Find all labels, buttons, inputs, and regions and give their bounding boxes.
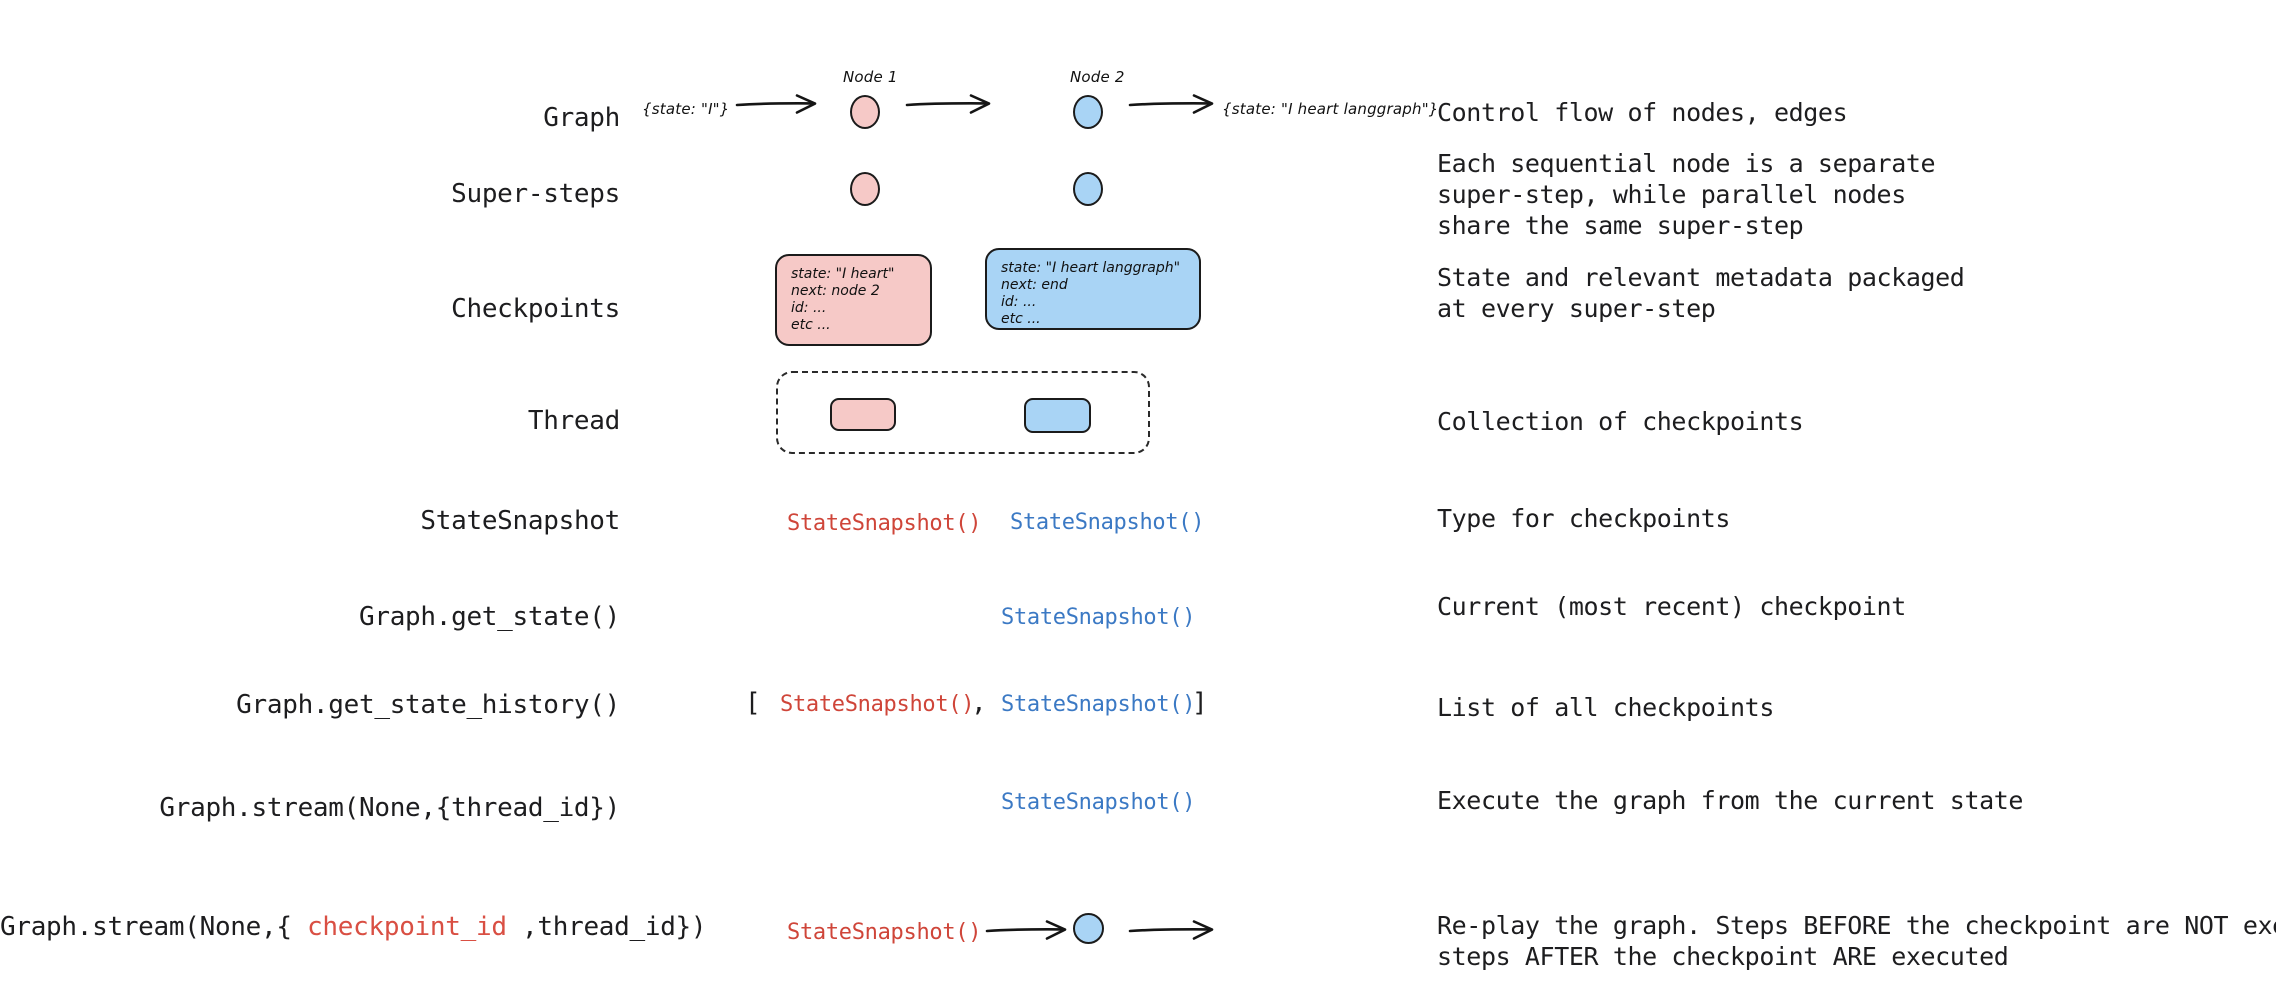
arrow-snapshot-to-node [985,918,1075,946]
arrow-node1-to-node2 [905,92,1001,120]
row-description-get-state: Current (most recent) checkpoint [1437,592,1906,621]
thread-checkpoint-1[interactable] [830,398,896,431]
thread-checkpoint-2[interactable] [1024,398,1091,433]
checkpoint1-line-state: state: "I heart" [791,266,895,282]
stream-checkpoint-token-red[interactable]: StateSnapshot() [787,920,982,945]
row-description-statesnapshot: Type for checkpoints [1437,504,1731,533]
history-token-red[interactable]: StateSnapshot() [780,692,975,717]
checkpoint2-line-next: next: end [1001,277,1068,293]
row-label-stream-checkpoint: Graph.stream(None,{ checkpoint_id ,threa… [0,912,707,942]
stream-checkpoint-label-part1: Graph.stream(None,{ [0,912,308,942]
bracket-open: [ [745,688,761,718]
checkpoint2-line-etc: etc ... [1001,311,1041,327]
row-description-get-state-history: List of all checkpoints [1437,693,1774,722]
checkpoint1-line-id: id: ... [791,300,827,316]
checkpoint-box-1[interactable]: state: "I heart" next: node 2 id: ... et… [775,254,932,346]
thread-container[interactable] [776,371,1150,454]
bracket-close: ] [1192,688,1208,718]
statesnapshot-token-red[interactable]: StateSnapshot() [787,511,982,536]
arrow-node2-to-output [1128,92,1224,120]
checkpoint1-line-next: next: node 2 [791,283,880,299]
row-label-thread: Thread [527,406,620,436]
row-description-super-steps: Each sequential node is a separate super… [1437,149,1936,240]
history-comma: , [971,688,987,718]
row-label-graph: Graph [543,103,620,133]
history-token-blue[interactable]: StateSnapshot() [1001,692,1196,717]
row-label-get-state: Graph.get_state() [358,602,620,632]
arrow-input-to-node1 [735,92,825,120]
graph-node-2[interactable] [1073,95,1103,129]
row-label-get-state-history: Graph.get_state_history() [236,690,620,720]
row-description-thread: Collection of checkpoints [1437,407,1804,436]
row-label-checkpoints: Checkpoints [451,294,620,324]
row-description-stream-thread: Execute the graph from the current state [1437,786,2024,815]
checkpoint2-line-id: id: ... [1001,294,1037,310]
graph-node-1[interactable] [850,95,880,129]
arrow-node-to-end [1128,918,1224,946]
replay-node[interactable] [1073,913,1104,944]
stream-thread-token-blue[interactable]: StateSnapshot() [1001,790,1196,815]
stream-checkpoint-label-accent: checkpoint_id [307,912,507,942]
checkpoint2-line-state: state: "I heart langgraph" [1001,260,1181,276]
row-description-checkpoints: State and relevant metadata packaged at … [1437,263,1965,323]
row-label-super-steps: Super-steps [451,179,620,209]
graph-input-state: {state: "I"} [642,100,730,118]
row-description-graph: Control flow of nodes, edges [1437,98,1848,127]
checkpoint-box-2[interactable]: state: "I heart langgraph" next: end id:… [985,248,1201,330]
get-state-token-blue[interactable]: StateSnapshot() [1001,605,1196,630]
node2-title: Node 2 [1070,68,1125,86]
graph-output-state: {state: "I heart langgraph"} [1222,100,1439,118]
node1-title: Node 1 [843,68,898,86]
row-label-stream-thread: Graph.stream(None,{thread_id}) [159,793,620,823]
super-step-node-1[interactable] [850,172,880,206]
super-step-node-2[interactable] [1073,172,1103,206]
stream-checkpoint-label-part2: ,thread_id}) [506,912,707,942]
row-label-statesnapshot: StateSnapshot [420,506,620,536]
row-description-stream-checkpoint: Re-play the graph. Steps BEFORE the chec… [1437,911,2276,971]
checkpoint1-line-etc: etc ... [791,317,831,333]
statesnapshot-token-blue[interactable]: StateSnapshot() [1010,510,1205,535]
